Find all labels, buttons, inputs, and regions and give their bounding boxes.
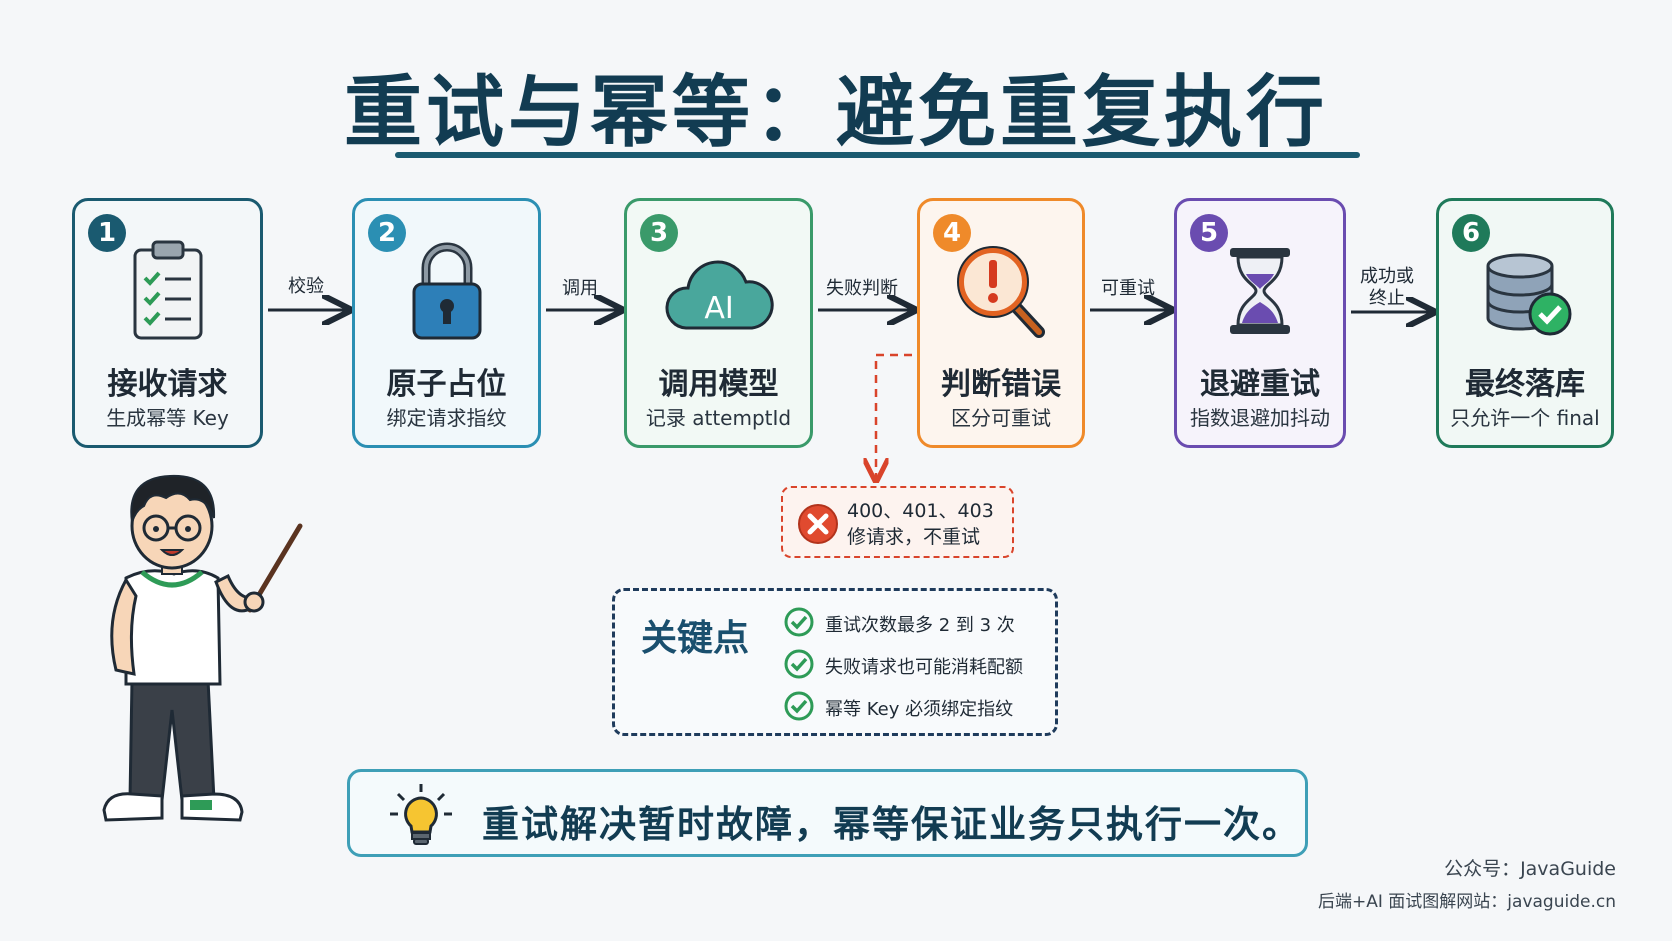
step-description: 区分可重试 — [951, 406, 1051, 430]
step-number-badge: 2 — [368, 214, 406, 252]
non-retryable-error-box: 400、401、403 修请求，不重试 — [781, 486, 1014, 558]
step-card-5: 5 退避重试 指数退避加抖动 — [1174, 198, 1346, 448]
key-point-text: 幂等 Key 必须绑定指纹 — [825, 699, 1014, 720]
title-underline — [395, 152, 1360, 158]
step-number-badge: 6 — [1452, 214, 1490, 252]
check-circle-icon — [784, 649, 814, 679]
arrow-label-validate: 校验 — [288, 276, 324, 297]
step-description: 只允许一个 final — [1450, 406, 1600, 430]
check-circle-icon — [784, 691, 814, 721]
step-description: 指数退避加抖动 — [1190, 406, 1330, 430]
arrow-label-failure-check: 失败判断 — [826, 278, 898, 299]
key-point-text: 重试次数最多 2 到 3 次 — [825, 615, 1015, 636]
footer-website: 后端+AI 面试图解网站：javaguide.cn — [1318, 892, 1616, 912]
step-card-2: 2 原子占位 绑定请求指纹 — [352, 198, 541, 448]
step-name: 接收请求 — [107, 367, 228, 402]
step-name: 退避重试 — [1200, 367, 1320, 402]
key-points-box: 关键点 重试次数最多 2 到 3 次 失败请求也可能消耗配额 幂等 Key 必须… — [612, 588, 1058, 736]
step-name: 最终落库 — [1465, 367, 1585, 402]
step-card-6: 6 最终落库 只允许一个 final — [1436, 198, 1614, 448]
magnifier-alert-icon — [920, 236, 1082, 356]
step-name: 判断错误 — [941, 367, 1061, 402]
page-title: 重试与幂等：避免重复执行 — [343, 68, 1328, 158]
padlock-icon — [355, 236, 538, 356]
step-number-badge: 1 — [88, 214, 126, 252]
error-branch-arrow — [876, 353, 912, 478]
step-description: 绑定请求指纹 — [386, 406, 507, 430]
error-advice: 修请求，不重试 — [847, 526, 981, 548]
ai-icon-text: AI — [704, 291, 733, 326]
clipboard-checklist-icon — [75, 236, 260, 356]
summary-banner: 重试解决暂时故障，幂等保证业务只执行一次。 — [347, 769, 1308, 857]
step-card-1: 1 接收请求 生成幂等 Key — [72, 198, 263, 448]
arrow-label-success-or-stop-line1: 成功或 — [1360, 266, 1414, 287]
footer-wechat-account: 公众号：JavaGuide — [1444, 858, 1616, 880]
arrow-label-invoke: 调用 — [562, 278, 598, 299]
error-x-icon — [797, 503, 839, 549]
hourglass-icon — [1177, 236, 1343, 356]
lightbulb-icon — [386, 782, 456, 852]
arrow-label-success-or-stop-line2: 终止 — [1369, 288, 1405, 309]
step-number-badge: 3 — [640, 214, 678, 252]
arrow-label-retryable: 可重试 — [1101, 278, 1155, 299]
step-card-4: 4 判断错误 区分可重试 — [917, 198, 1085, 448]
presenter-character-illustration — [102, 474, 303, 822]
step-number-badge: 4 — [933, 214, 971, 252]
step-name: 原子占位 — [386, 367, 507, 402]
key-point-text: 失败请求也可能消耗配额 — [825, 657, 1023, 678]
ai-cloud-icon: AI — [627, 236, 810, 356]
summary-text: 重试解决暂时故障，幂等保证业务只执行一次。 — [482, 803, 1301, 846]
check-circle-icon — [784, 607, 814, 637]
step-description: 记录 attemptId — [645, 406, 792, 430]
step-number-badge: 5 — [1190, 214, 1228, 252]
step-description: 生成幂等 Key — [106, 406, 229, 430]
error-codes: 400、401、403 — [847, 500, 994, 522]
database-check-icon — [1439, 236, 1611, 356]
step-name: 调用模型 — [658, 367, 779, 402]
key-points-title: 关键点 — [641, 618, 750, 659]
step-card-3: 3 AI 调用模型 记录 attemptId — [624, 198, 813, 448]
